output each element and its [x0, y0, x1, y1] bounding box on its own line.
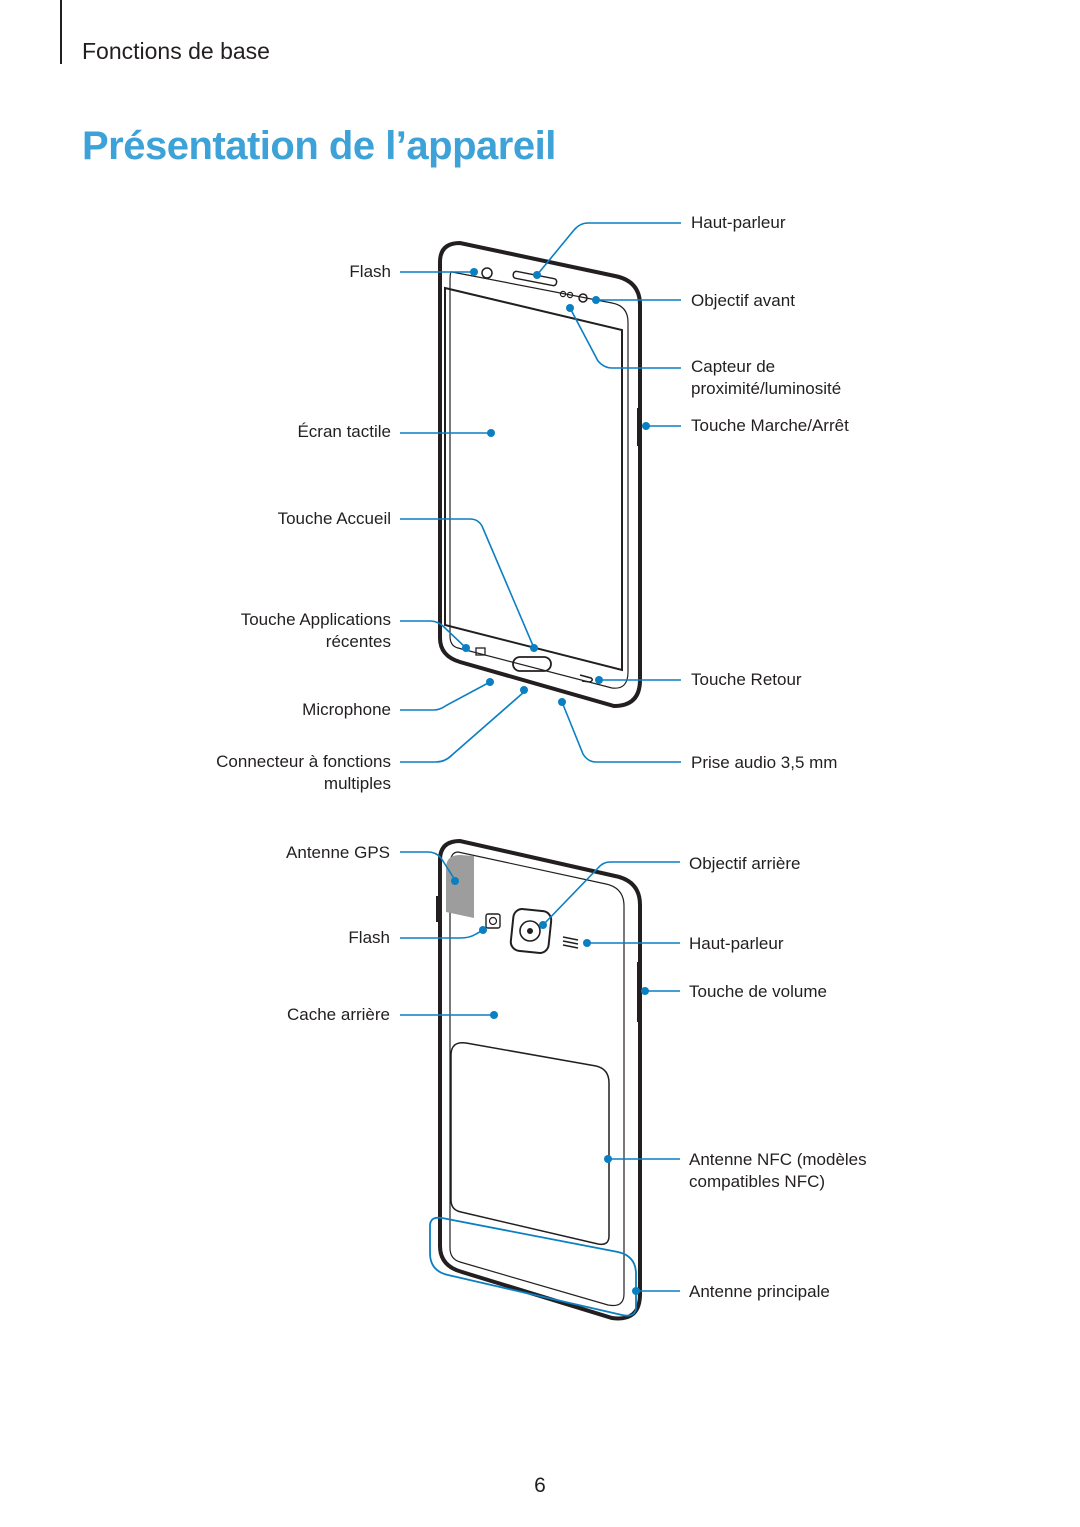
- gps-antenna-area: [446, 855, 474, 918]
- label-antenne-nfc: Antenne NFC (modèles compatibles NFC): [689, 1150, 867, 1191]
- label-capteur: Capteur de proximité/luminosité: [691, 357, 842, 398]
- label-ecran-tactile: Écran tactile: [297, 422, 391, 441]
- label-touche-retour: Touche Retour: [691, 670, 802, 689]
- front-device: [438, 240, 642, 709]
- home-button: [512, 656, 552, 672]
- label-objectif-avant: Objectif avant: [691, 291, 795, 310]
- power-key: [637, 408, 642, 446]
- label-back-haut-parleur: Haut-parleur: [689, 934, 784, 953]
- label-microphone: Microphone: [302, 700, 391, 719]
- rear-camera-module: [509, 908, 553, 954]
- label-front-haut-parleur: Haut-parleur: [691, 213, 786, 232]
- side-key-left: [436, 896, 441, 922]
- page-title: Présentation de l’appareil: [82, 124, 556, 168]
- rear-flash-icon: [485, 913, 501, 929]
- side-rule: [60, 0, 62, 64]
- nfc-area: [450, 1042, 610, 1246]
- label-cache-arriere: Cache arrière: [287, 1005, 390, 1024]
- label-antenne-gps: Antenne GPS: [286, 843, 390, 862]
- front-callout-dots: [462, 268, 650, 706]
- back-callout-dots: [451, 877, 649, 1295]
- front-screen: [444, 286, 623, 672]
- label-touche-marche: Touche Marche/Arrêt: [691, 416, 849, 435]
- volume-key: [637, 962, 642, 1022]
- rear-camera-icon: [519, 920, 541, 942]
- front-camera-icon: [578, 293, 588, 303]
- rear-speaker-icon: [562, 936, 579, 949]
- front-flash-icon: [481, 267, 493, 279]
- label-touche-volume: Touche de volume: [689, 982, 827, 1001]
- label-connecteur: Connecteur à fonctions multiples: [216, 752, 391, 793]
- label-objectif-arriere: Objectif arrière: [689, 854, 801, 873]
- label-back-flash: Flash: [348, 928, 390, 947]
- label-antenne-principale: Antenne principale: [689, 1282, 830, 1301]
- section-header: Fonctions de base: [82, 38, 270, 64]
- back-callouts: [400, 851, 680, 1292]
- recent-apps-icon: [475, 647, 486, 656]
- front-callouts: [400, 222, 681, 763]
- label-touche-accueil: Touche Accueil: [277, 509, 391, 528]
- label-front-flash: Flash: [349, 262, 391, 281]
- back-icon: [579, 674, 594, 683]
- back-device: [436, 838, 642, 1321]
- label-prise-audio: Prise audio 3,5 mm: [691, 753, 838, 772]
- main-antenna-outline: [429, 1216, 637, 1317]
- page-number: 6: [534, 1474, 546, 1497]
- label-touche-applications: Touche Applications récentes: [240, 610, 391, 651]
